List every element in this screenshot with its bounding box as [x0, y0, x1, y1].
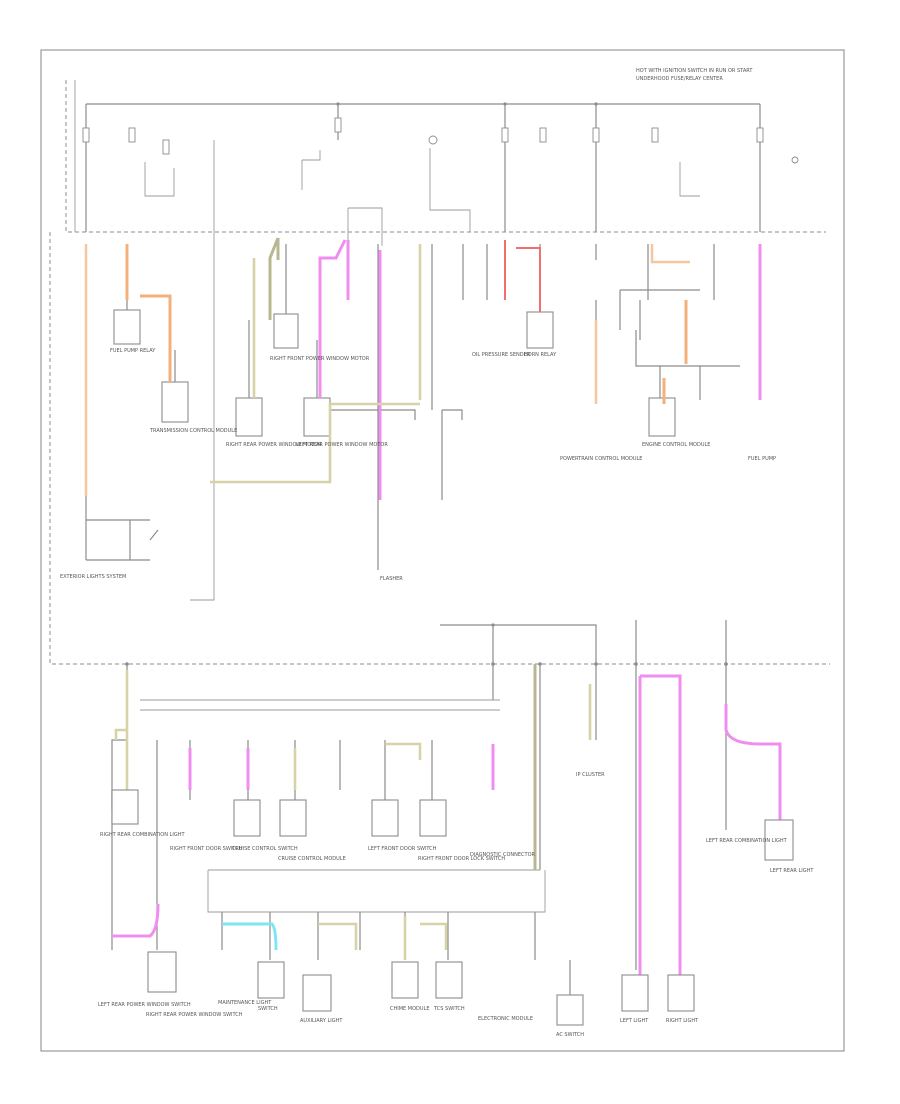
wire-tan-door: [293, 742, 422, 790]
wire-cyan-maint: [222, 922, 278, 951]
label-cruise-switch: CRUISE CONTROL SWITCH: [232, 846, 298, 852]
wire-orange-pcm: [594, 244, 690, 404]
fuel-pump-relay-box: [113, 309, 141, 345]
rr-window-box: [235, 397, 263, 437]
label-rf-door-switch: RIGHT FRONT DOOR SWITCH: [170, 846, 243, 852]
label-lr-window-switch: LEFT REAR POWER WINDOW SWITCH: [98, 1002, 191, 1008]
wire-orange-fuel-pump: [125, 244, 172, 382]
wire-pink-lr-window: [318, 239, 350, 398]
wire-red-horn: [504, 240, 541, 312]
label-horn-relay: HORN RELAY: [524, 352, 557, 358]
upper-labels: FUEL PUMP RELAY TRANSMISSION CONTROL MOD…: [60, 348, 776, 582]
label-lr-light: LEFT REAR LIGHT: [770, 868, 814, 874]
fuse-block-upper-boundary: [65, 80, 826, 233]
label-rf-window: RIGHT FRONT POWER WINDOW MOTOR: [270, 356, 370, 362]
label-left-light: LEFT LIGHT: [620, 1018, 649, 1024]
top-fuses: [82, 117, 799, 601]
diagram-frame: [40, 49, 845, 1052]
note-line-1: HOT WITH IGNITION SWITCH IN RUN OR START: [636, 68, 753, 74]
label-cruise-module: CRUISE CONTROL MODULE: [278, 856, 346, 862]
wire-pink-lr-light: [724, 704, 782, 830]
label-rr-combination: RIGHT REAR COMBINATION LIGHT: [100, 832, 185, 838]
label-rr-window-switch: RIGHT REAR POWER WINDOW SWITCH: [146, 1012, 243, 1018]
upper-components: [113, 309, 676, 437]
label-auxiliary: AUXILIARY LIGHT: [300, 1018, 343, 1024]
label-tcm: TRANSMISSION CONTROL MODULE: [149, 428, 237, 434]
horn-relay-box: [526, 311, 554, 349]
label-electronic: ELECTRONIC MODULE: [478, 1016, 533, 1022]
wire-tan-rr-light: [114, 670, 129, 790]
label-diag-connector: DIAGNOSTIC CONNECTOR: [470, 852, 536, 858]
label-fuel-pump-relay: FUEL PUMP RELAY: [110, 348, 156, 354]
lr-window-box: [303, 397, 331, 437]
wire-orange-ecm: [662, 300, 688, 404]
junction-dots: [125, 623, 728, 666]
ecm-box: [648, 397, 676, 437]
wire-pink-rear-switch: [112, 903, 160, 938]
lower-components: [111, 789, 794, 1026]
wire-tan-lower: [318, 916, 448, 960]
lower-labels: RIGHT REAR COMBINATION LIGHT RIGHT FRONT…: [98, 772, 814, 1038]
label-lr-combination: LEFT REAR COMBINATION LIGHT: [706, 838, 788, 844]
wire-tan-cluster: [210, 244, 422, 484]
wire-pink-lights: [638, 674, 682, 976]
label-lf-door-switch: LEFT FRONT DOOR SWITCH: [368, 846, 437, 852]
note-line-2: UNDERHOOD FUSE/RELAY CENTER: [636, 76, 723, 82]
label-chime: CHIME MODULE: [390, 1006, 430, 1012]
top-bus-drops: [85, 104, 761, 232]
label-ecm: ENGINE CONTROL MODULE: [642, 442, 710, 448]
label-tcs: TCS SWITCH: [433, 1006, 465, 1012]
wire-olive-window: [268, 237, 280, 320]
label-oil-pressure: OIL PRESSURE SENDER: [472, 352, 531, 358]
label-pcm: POWERTRAIN CONTROL MODULE: [560, 456, 642, 462]
label-maintenance: MAINTENANCE LIGHT: [218, 1000, 272, 1006]
label-fuel-pump: FUEL PUMP: [748, 456, 776, 462]
label-flasher: FLASHER: [380, 576, 403, 582]
label-rr-window: RIGHT REAR POWER WINDOW MOTOR: [226, 442, 322, 448]
fuse-block-lower-boundary: [49, 232, 830, 665]
label-switch: SWITCH: [258, 1006, 278, 1012]
tcm-box: [161, 381, 189, 423]
lower-wiring: [111, 620, 727, 995]
rf-window-box: [273, 313, 299, 349]
label-lr-window: LEFT REAR POWER WINDOW MOTOR: [296, 442, 388, 448]
label-ip-cluster: IP CLUSTER: [576, 772, 605, 778]
label-right-light: RIGHT LIGHT: [666, 1018, 699, 1024]
label-rf-door-lock: RIGHT FRONT DOOR LOCK SWITCH: [418, 856, 505, 862]
label-exterior-lights: EXTERIOR LIGHTS SYSTEM: [60, 574, 126, 580]
label-ac-switch: AC SWITCH: [556, 1032, 584, 1038]
